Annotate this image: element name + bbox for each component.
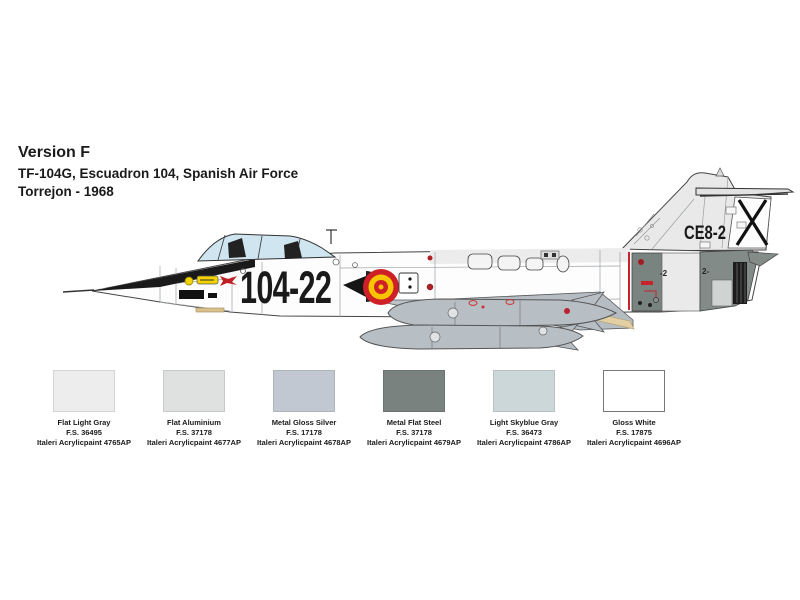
location-year: Torrejon - 1968 — [18, 184, 114, 199]
paint-name: Flat Light Gray — [57, 418, 111, 427]
stencil-details — [179, 258, 358, 313]
fs-number: F.S. 17178 — [286, 428, 322, 437]
paint-code: Italeri Acrylicpaint 4696AP — [587, 438, 681, 447]
version-title: Version F — [18, 144, 91, 161]
paint-code: Italeri Acrylicpaint 4679AP — [367, 438, 461, 447]
swatch-gloss-white: Gloss White F.S. 17875 Italeri Acrylicpa… — [559, 370, 709, 448]
color-box — [383, 370, 445, 412]
swatch-metal-gloss-silver: Metal Gloss Silver F.S. 17178 Italeri Ac… — [229, 370, 379, 448]
color-box — [163, 370, 225, 412]
horizontal-stabilizer — [695, 167, 795, 197]
squadron-eagle-emblem — [220, 276, 237, 286]
paint-swatch-row: Flat Light Gray F.S. 36495 Italeri Acryl… — [0, 370, 800, 460]
paint-name: Flat Aluminium — [167, 418, 221, 427]
fs-number: F.S. 37178 — [176, 428, 212, 437]
swatch-light-skyblue-gray: Light Skyblue Gray F.S. 36473 Italeri Ac… — [449, 370, 599, 448]
paint-code: Italeri Acrylicpaint 4765AP — [37, 438, 131, 447]
fs-number: F.S. 36473 — [506, 428, 542, 437]
fin-root-detail — [633, 213, 661, 245]
underwing-tank — [359, 323, 584, 351]
stencil-right: 2- — [702, 267, 709, 276]
nose-antiglare-panel — [92, 259, 255, 291]
color-box — [603, 370, 665, 412]
fs-number: F.S. 17875 — [616, 428, 652, 437]
paint-code: Italeri Acrylicpaint 4677AP — [147, 438, 241, 447]
ejection-seat-front — [228, 238, 246, 258]
aircraft-description: TF-104G, Escuadron 104, Spanish Air Forc… — [18, 166, 299, 181]
paint-name: Gloss White — [612, 418, 656, 427]
ejection-seat-rear — [284, 241, 302, 259]
exhaust-section — [628, 249, 780, 312]
paint-name: Metal Gloss Silver — [271, 418, 337, 427]
fs-number: F.S. 36495 — [66, 428, 102, 437]
paint-code: Italeri Acrylicpaint 4786AP — [477, 438, 571, 447]
fuselage-code: 104-22 — [240, 263, 331, 313]
swatch-metal-flat-steel: Metal Flat Steel F.S. 37178 Italeri Acry… — [339, 370, 489, 448]
tail-code: CE8-2 — [684, 222, 726, 243]
version-header: Version F TF-104G, Escuadron 104, Spanis… — [18, 144, 298, 201]
paint-name: Metal Flat Steel — [386, 418, 442, 427]
paint-name: Light Skyblue Gray — [489, 418, 559, 427]
stencil-left: -2 — [660, 269, 668, 278]
swatch-flat-aluminium: Flat Aluminium F.S. 37178 Italeri Acryli… — [119, 370, 269, 448]
rescue-dot — [184, 276, 194, 286]
color-box — [493, 370, 555, 412]
cockpit-canopy — [197, 229, 337, 262]
spanish-roundel — [363, 269, 399, 305]
swatch-flat-light-gray: Flat Light Gray F.S. 36495 Italeri Acryl… — [9, 370, 159, 448]
access-panels — [398, 250, 570, 294]
color-box — [53, 370, 115, 412]
color-box — [273, 370, 335, 412]
rudder-cross — [735, 199, 769, 246]
pitot-boom — [62, 289, 95, 293]
paint-code: Italeri Acrylicpaint 4678AP — [257, 438, 351, 447]
fs-number: F.S. 37178 — [396, 428, 432, 437]
